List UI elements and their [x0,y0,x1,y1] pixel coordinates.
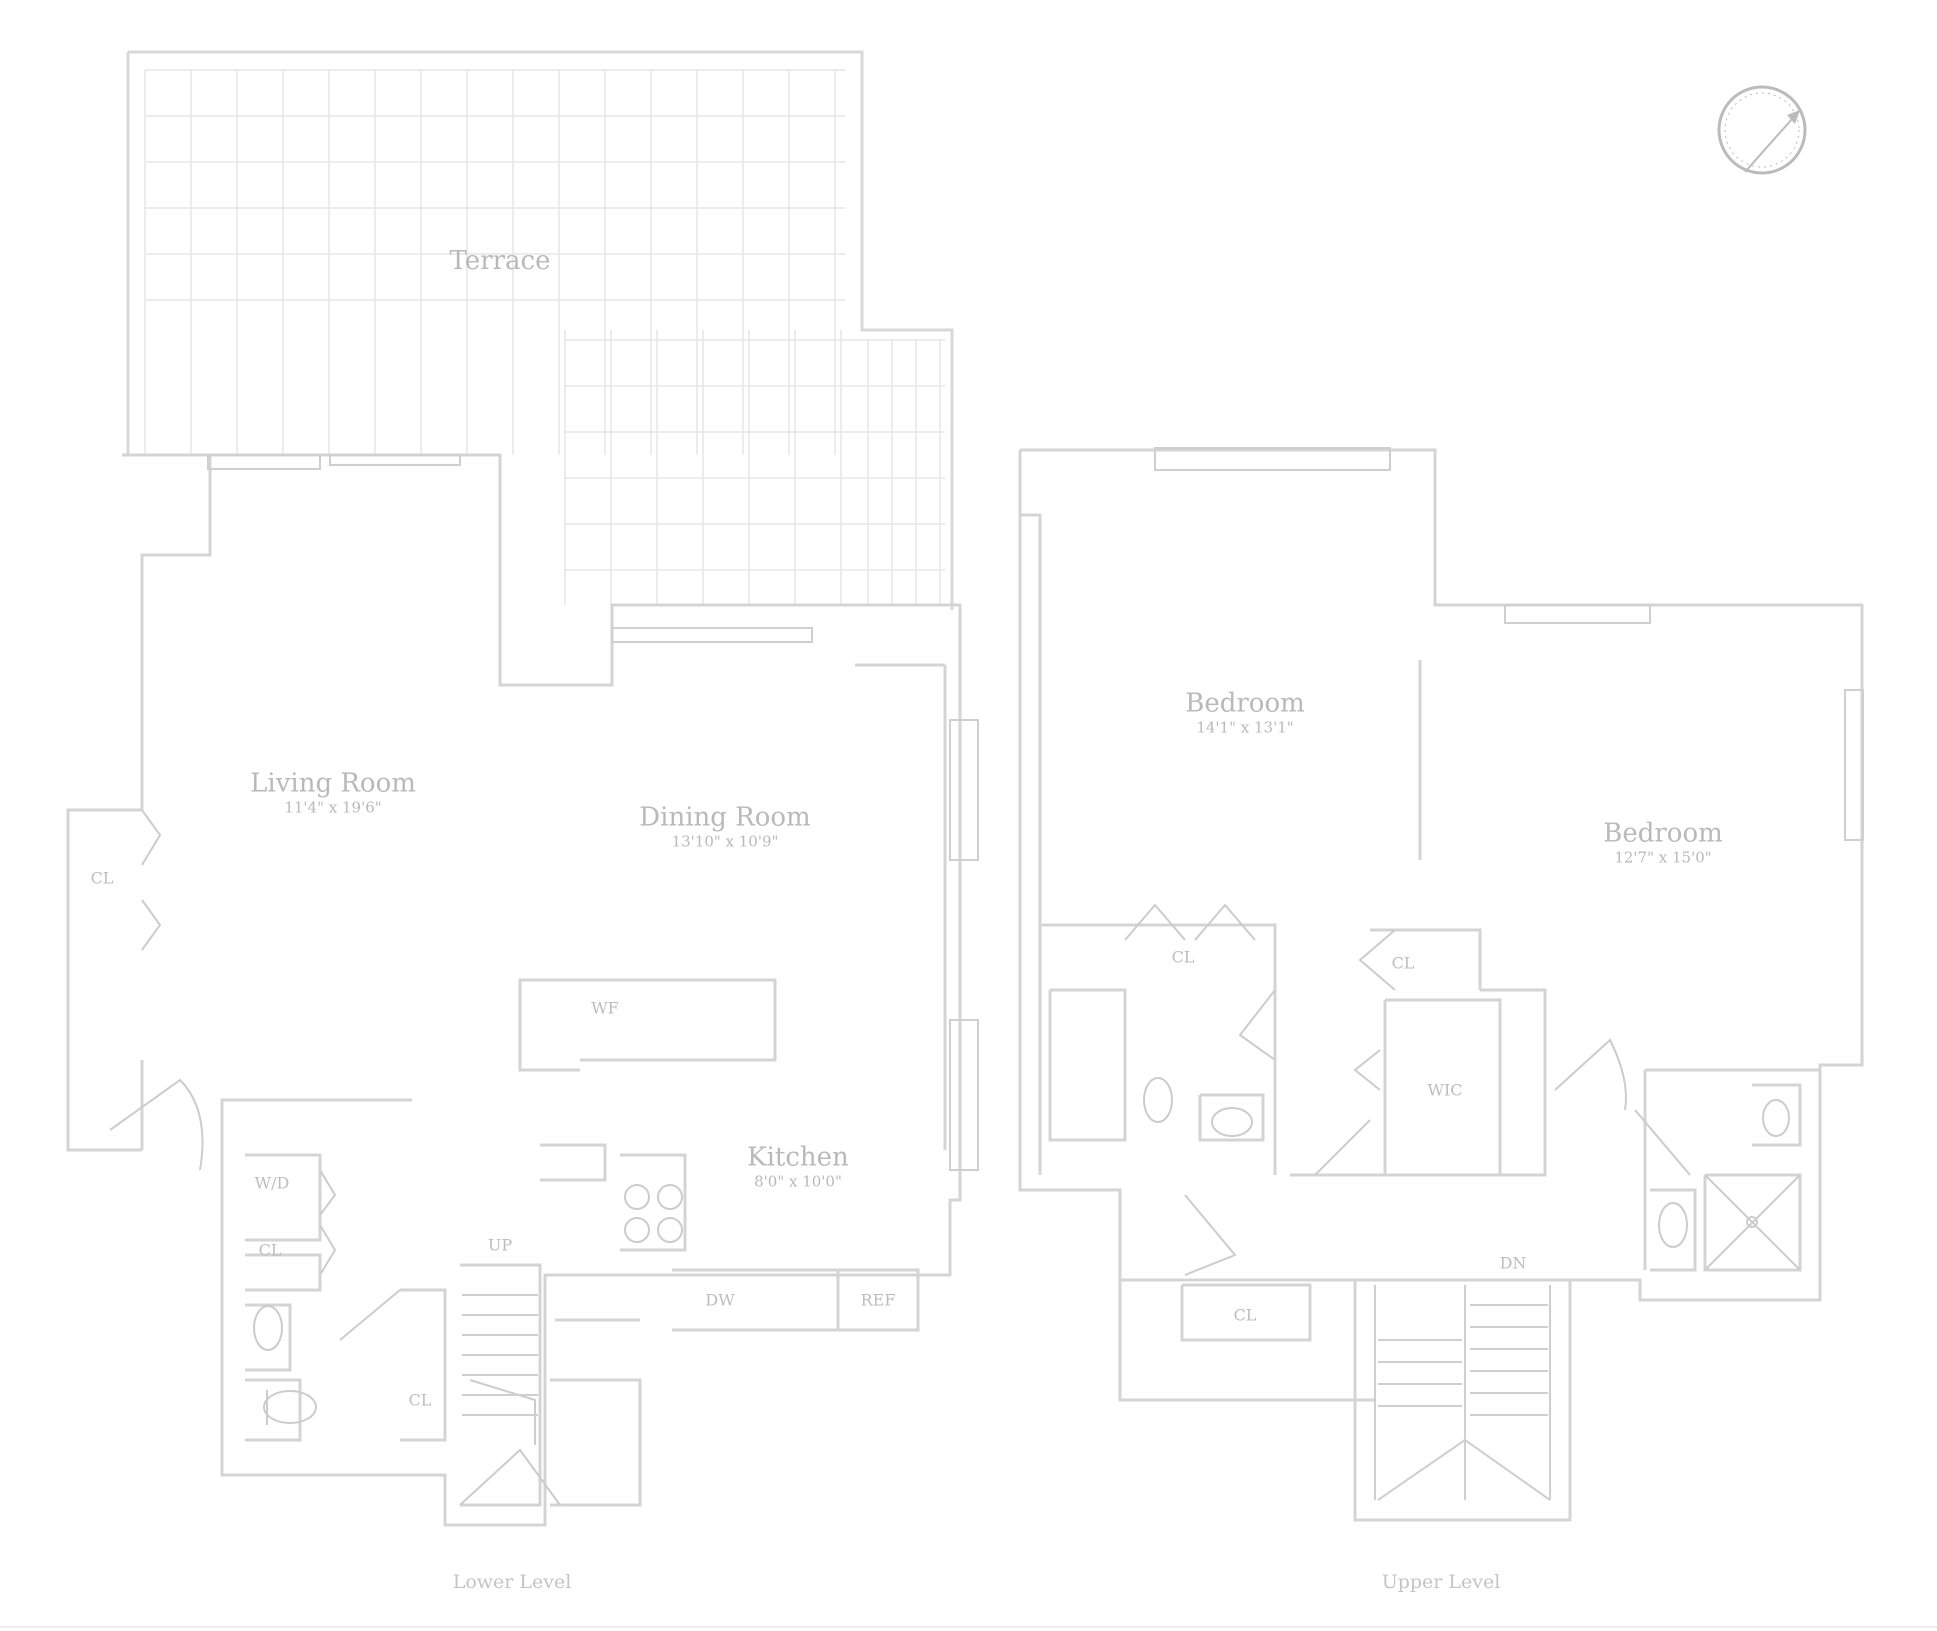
closet-label-upper-2: CL [1391,953,1415,973]
room-dimensions: 14'1" x 13'1" [1196,718,1294,737]
room-label-bedroom-1: Bedroom 14'1" x 13'1" [1185,688,1305,737]
room-dimensions: 8'0" x 10'0" [754,1172,842,1191]
closet-label-living: CL [90,868,114,888]
upper-doors [1124,903,1691,1276]
room-name: Terrace [449,246,551,277]
room-label-living: Living Room 11'4" x 19'6" [250,768,416,817]
lower-windows [207,454,979,1171]
closet-label-lower-2: CL [408,1390,432,1410]
stair-landing [1377,1439,1466,1501]
room-name: Kitchen [747,1142,849,1173]
room-dimensions: 13'10" x 10'9" [671,832,779,851]
washer-dryer-label: W/D [254,1173,290,1193]
compass-icon [1717,85,1807,175]
room-dimensions: 11'4" x 19'6" [284,798,382,817]
room-label-bedroom-2: Bedroom 12'7" x 15'0" [1603,818,1723,867]
room-dimensions: 12'7" x 15'0" [1614,848,1712,867]
closet-label-upper-3: CL [1233,1305,1257,1325]
level-caption-lower: Lower Level [452,1571,572,1593]
room-label-terrace: Terrace [449,246,551,277]
dishwasher-label: DW [705,1290,735,1310]
stairs-up-label: UP [487,1235,513,1255]
level-caption-upper: Upper Level [1381,1571,1501,1593]
walk-in-closet-label: WIC [1427,1080,1463,1100]
refrigerator-label: REF [860,1290,896,1310]
room-name: Living Room [250,768,416,799]
closet-label-upper-1: CL [1171,947,1195,967]
upper-level-walls [1018,448,1864,1522]
terrace-grid [144,69,945,605]
lower-bath-fixtures [253,1305,317,1425]
upper-bath-fixtures [1143,1077,1801,1271]
upper-windows [1154,447,1864,841]
room-label-kitchen: Kitchen 8'0" x 10'0" [747,1142,849,1191]
room-label-dining: Dining Room 13'10" x 10'9" [639,802,811,851]
wf-label: WF [591,998,619,1018]
terrace-outline [126,50,954,610]
room-name: Bedroom [1185,688,1305,719]
upper-stairs [1374,1285,1551,1501]
room-name: Bedroom [1603,818,1723,849]
lower-doors [109,809,561,1506]
stairs-down-label: DN [1499,1253,1527,1273]
lower-stairs [462,1294,538,1416]
room-name: Dining Room [639,802,811,833]
closet-label-lower-1: CL [258,1240,282,1260]
stove-burners [624,1184,683,1243]
stair-landing [1464,1439,1551,1501]
lower-level-walls [66,453,962,1527]
